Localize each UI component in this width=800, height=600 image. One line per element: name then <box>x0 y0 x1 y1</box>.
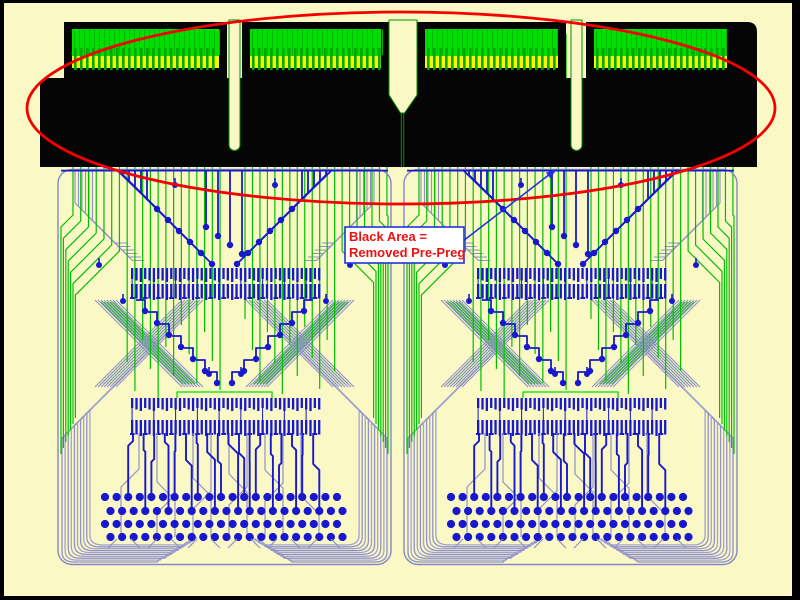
gray-perimeter-bundles <box>407 170 734 563</box>
upper-blue-fan <box>442 169 699 387</box>
highlight <box>25 10 777 206</box>
blue-pad-tick-rows <box>130 268 321 436</box>
blue-dot-grid <box>100 492 347 549</box>
annotation-line1: Black Area = <box>349 229 427 244</box>
blue-dot-grid <box>446 492 693 549</box>
annotation-leader <box>462 169 557 242</box>
annotation-line2: Removed Pre-Preg <box>349 245 465 260</box>
module-outline <box>403 168 738 566</box>
upper-blue-fan <box>96 169 353 387</box>
lower-fan <box>466 433 667 537</box>
lower-fan <box>120 433 321 537</box>
red-highlight-ellipse <box>25 10 777 206</box>
annotation-box <box>344 226 465 264</box>
gray-perimeter-bundles <box>61 170 388 563</box>
annotation-label: Black Area = Removed Pre-Preg <box>344 226 465 264</box>
gold-finger-strips <box>72 29 727 70</box>
blue-pad-tick-rows <box>476 268 667 436</box>
module-outline <box>57 168 392 566</box>
leader-arrowhead <box>546 169 557 179</box>
